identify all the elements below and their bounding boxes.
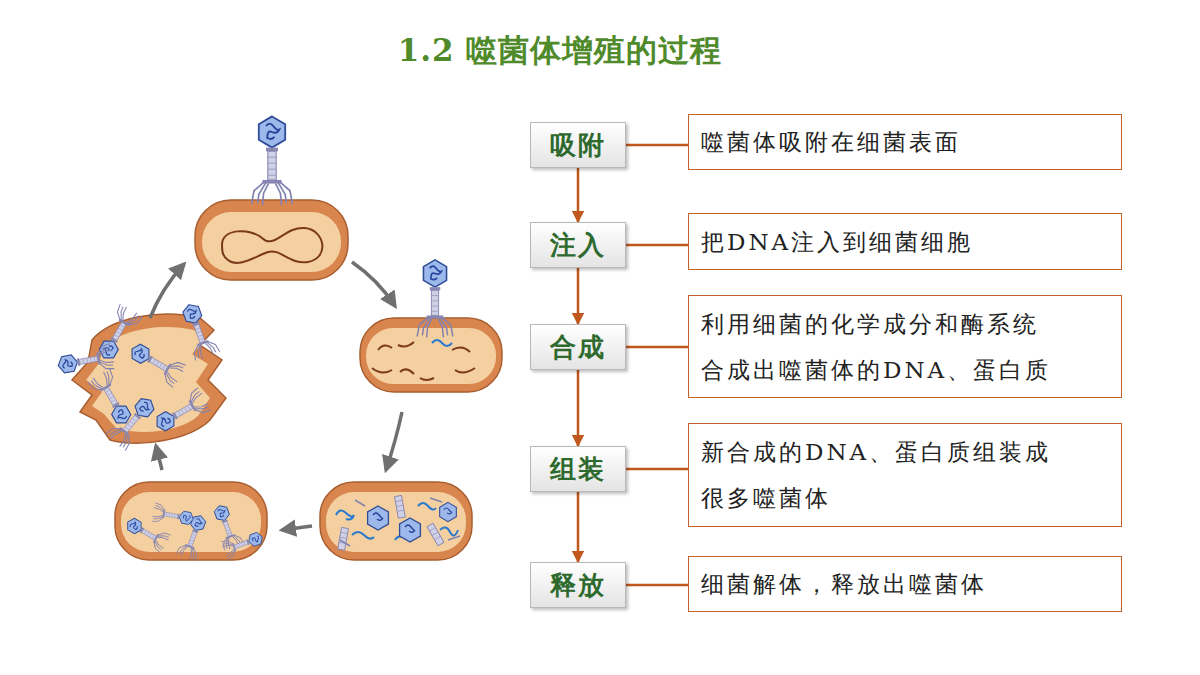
flow-arrow [577,268,580,324]
bacterium-cell [115,482,267,561]
step-description: 噬菌体吸附在细菌表面 [701,119,961,165]
leader-line [626,584,688,587]
flow-arrow [577,168,580,222]
phage-cycle-illustration [0,0,520,675]
step-label: 释放 [550,568,606,603]
bacterium-cell [360,318,502,392]
step-label: 组装 [550,452,606,487]
step-description: 新合成的DNA、蛋白质组装成 很多噬菌体 [701,429,1113,521]
leader-line [626,244,688,247]
description-box: 新合成的DNA、蛋白质组装成 很多噬菌体 [688,423,1122,527]
phage [417,260,453,338]
step-box: 注入 [530,222,626,268]
leader-line [626,144,688,147]
flow-arrow [577,370,580,446]
description-box: 细菌解体，释放出噬菌体 [688,556,1122,612]
step-description: 细菌解体，释放出噬菌体 [701,561,987,607]
step-box: 释放 [530,562,626,608]
slide-title: 1.2 噬菌体增殖的过程 [300,30,820,72]
step-description: 把DNA注入到细菌细胞 [701,219,973,265]
bacterium-cell [320,482,472,560]
lysed-bacterium [56,300,226,451]
description-box: 噬菌体吸附在细菌表面 [688,114,1122,170]
description-box: 利用细菌的化学成分和酶系统 合成出噬菌体的DNA、蛋白质 [688,295,1122,398]
cycle-arrow [150,262,402,530]
step-description: 利用细菌的化学成分和酶系统 合成出噬菌体的DNA、蛋白质 [701,301,1113,393]
step-box: 吸附 [530,122,626,168]
step-label: 注入 [550,228,606,263]
step-label: 吸附 [550,128,606,163]
leader-line [626,468,688,471]
phage [252,116,293,205]
bacterium-cell [195,200,348,280]
step-box: 组装 [530,446,626,492]
description-box: 把DNA注入到细菌细胞 [688,213,1122,270]
flow-arrow [577,492,580,562]
step-label: 合成 [550,330,606,365]
step-box: 合成 [530,324,626,370]
leader-line [626,346,688,349]
